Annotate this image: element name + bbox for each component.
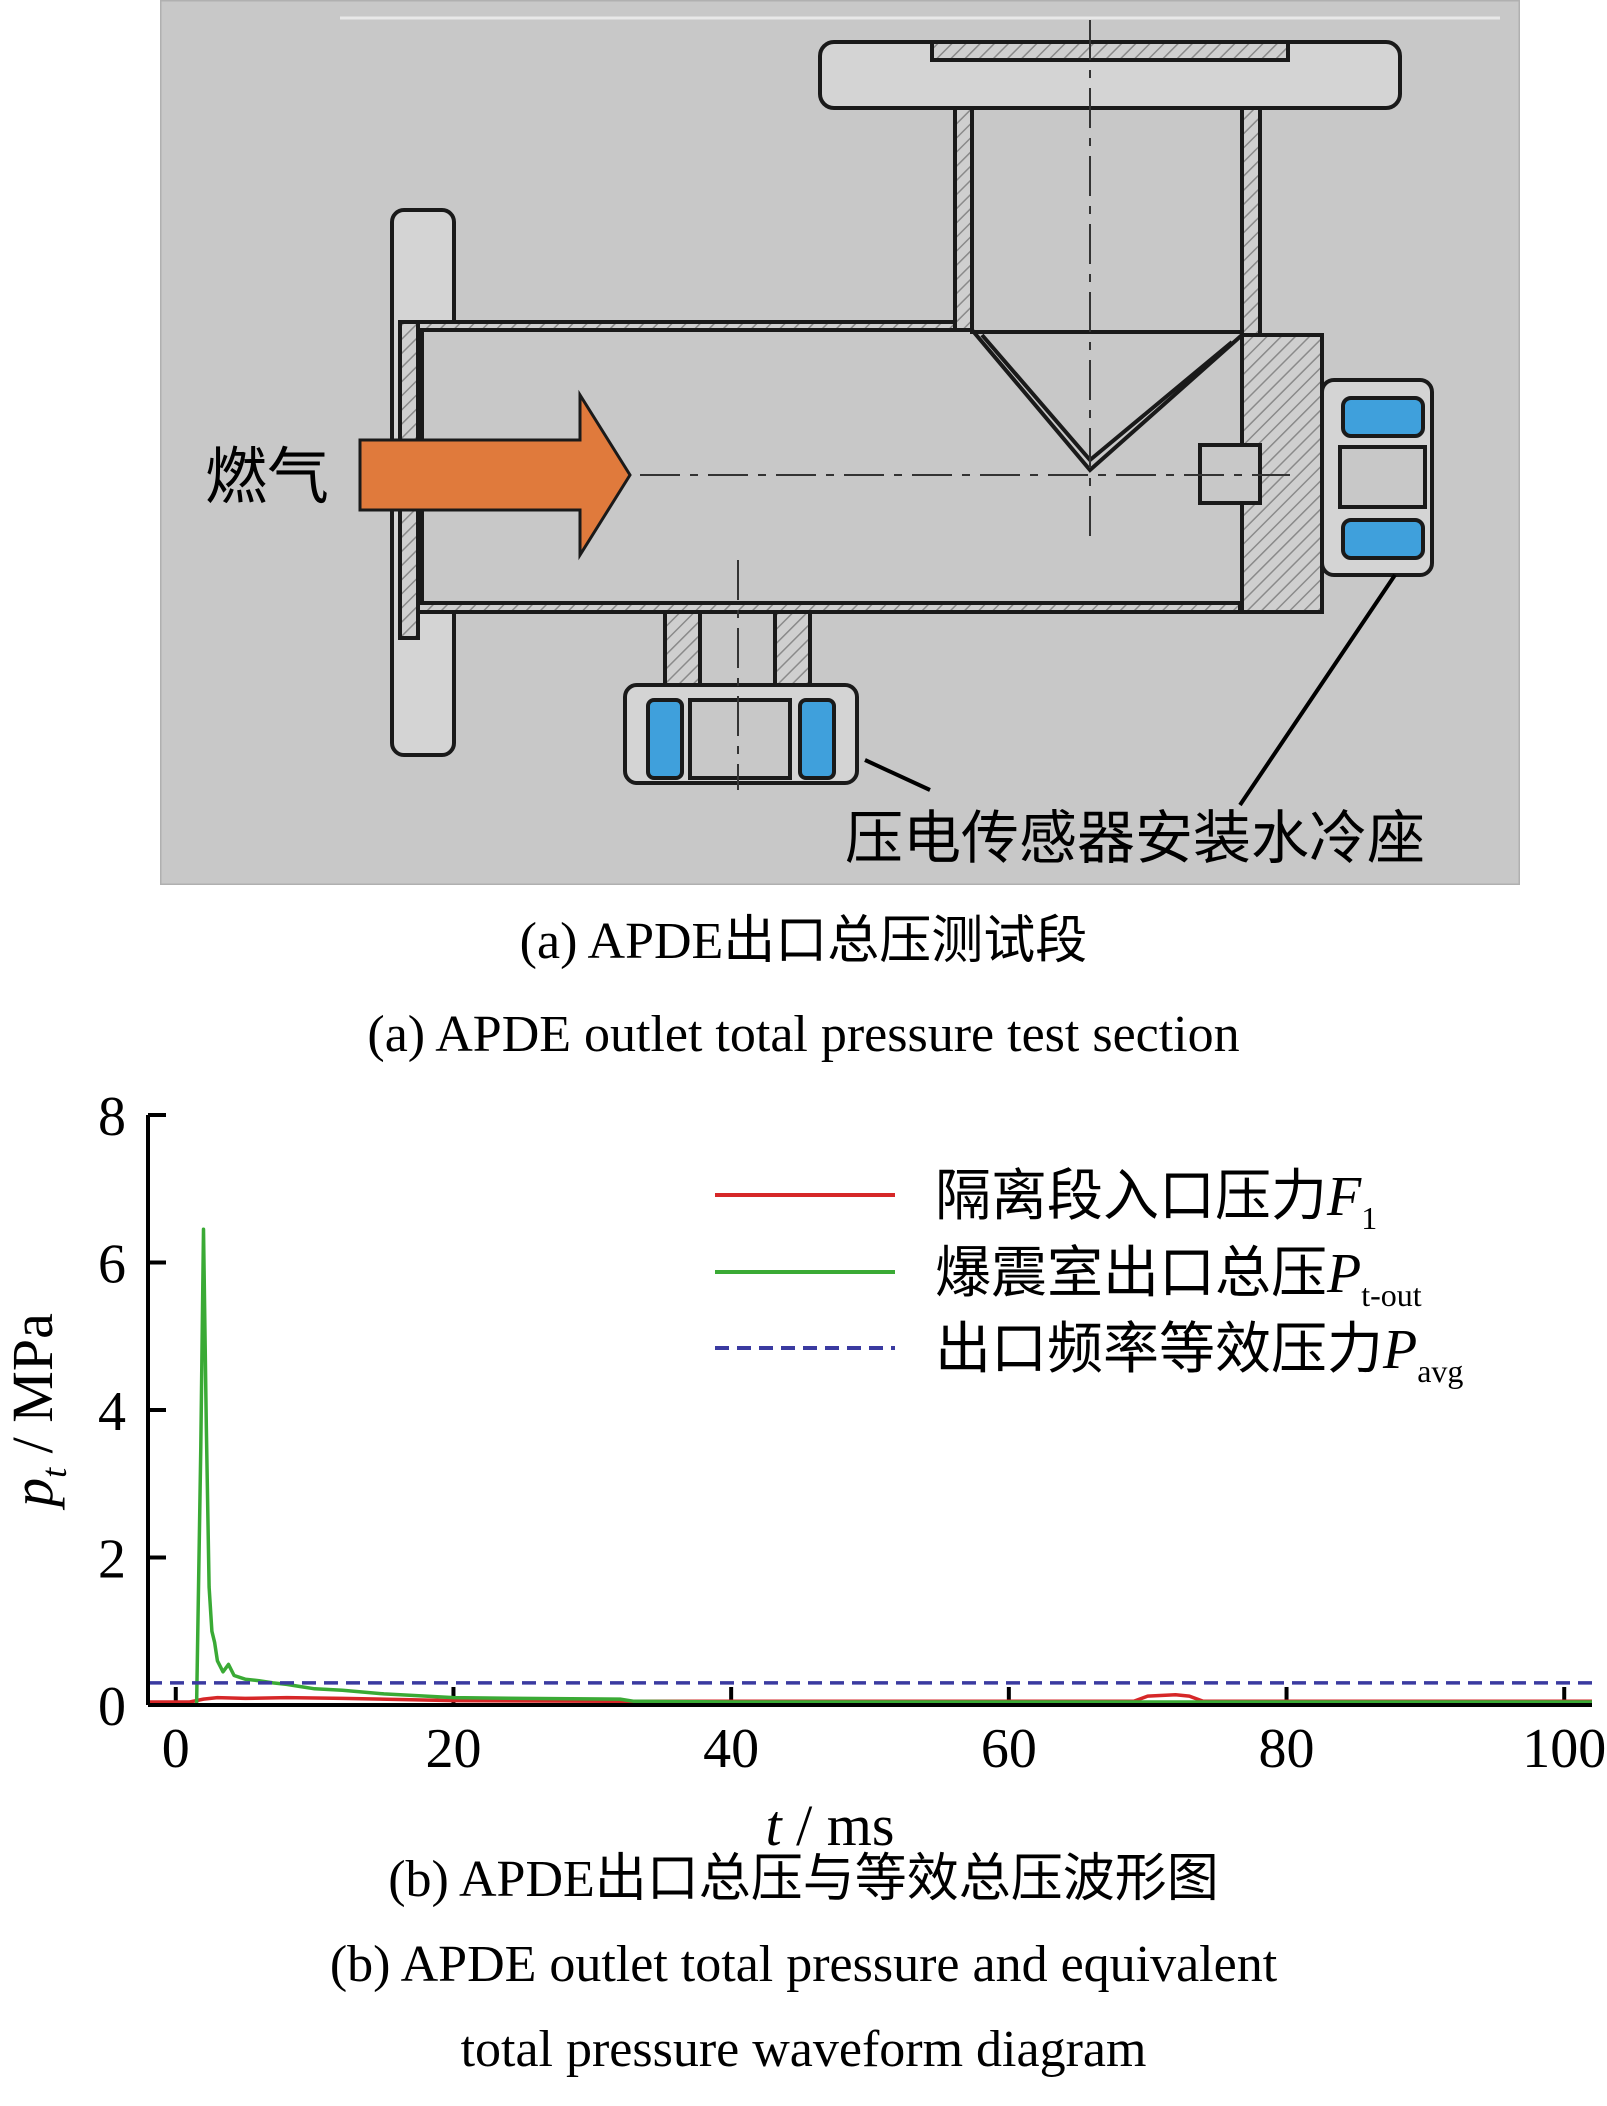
caption-b-en-line1: (b) APDE outlet total pressure and equiv…	[329, 1936, 1278, 1993]
y-tick-label: 2	[98, 1529, 126, 1591]
test-section-diagram	[160, 0, 1520, 885]
centerlines	[640, 20, 1290, 790]
y-tick-label: 0	[98, 1676, 126, 1738]
y-tick-label: 8	[98, 1086, 126, 1148]
caption-a-cn: (a) APDE出口总压测试段	[519, 913, 1088, 970]
x-tick-label: 80	[1259, 1718, 1315, 1780]
x-tick-label: 20	[425, 1718, 481, 1780]
y-tick-label: 6	[98, 1234, 126, 1296]
y-axis-label: pt / MPa	[0, 1313, 74, 1511]
x-tick-label: 40	[703, 1718, 759, 1780]
sensor-seat-label: 压电传感器安装水冷座	[845, 804, 1426, 872]
fuel-label: 燃气	[205, 440, 330, 513]
caption-b-cn: (b) APDE出口总压与等效总压波形图	[388, 1851, 1219, 1908]
caption-b-en-line2: total pressure waveform diagram	[460, 2021, 1147, 2078]
bottom-sensor-seat	[623, 610, 859, 785]
series-layer	[150, 1227, 1592, 1703]
x-tick-label: 60	[981, 1718, 1037, 1780]
x-axis-label: t / ms	[766, 1793, 895, 1850]
series-line-2	[194, 1227, 1592, 1703]
sensor-leader-lines	[864, 573, 1397, 807]
legend-label-1: 隔离段入口压力F1	[935, 1164, 1377, 1236]
caption-a-en: (a) APDE outlet total pressure test sect…	[367, 1006, 1240, 1063]
x-tick-label: 100	[1522, 1718, 1606, 1780]
right-sensor-seat	[1320, 378, 1434, 577]
legend-label-2: 爆震室出口总压Pt-out	[935, 1241, 1422, 1313]
y-tick-label: 4	[98, 1381, 126, 1443]
main-tube	[416, 320, 1244, 614]
top-flange	[818, 40, 1402, 110]
x-tick-label: 0	[162, 1718, 190, 1780]
legend-label-3: 出口频率等效压力Pavg	[935, 1317, 1463, 1389]
fuel-inlet-arrow	[358, 389, 632, 561]
